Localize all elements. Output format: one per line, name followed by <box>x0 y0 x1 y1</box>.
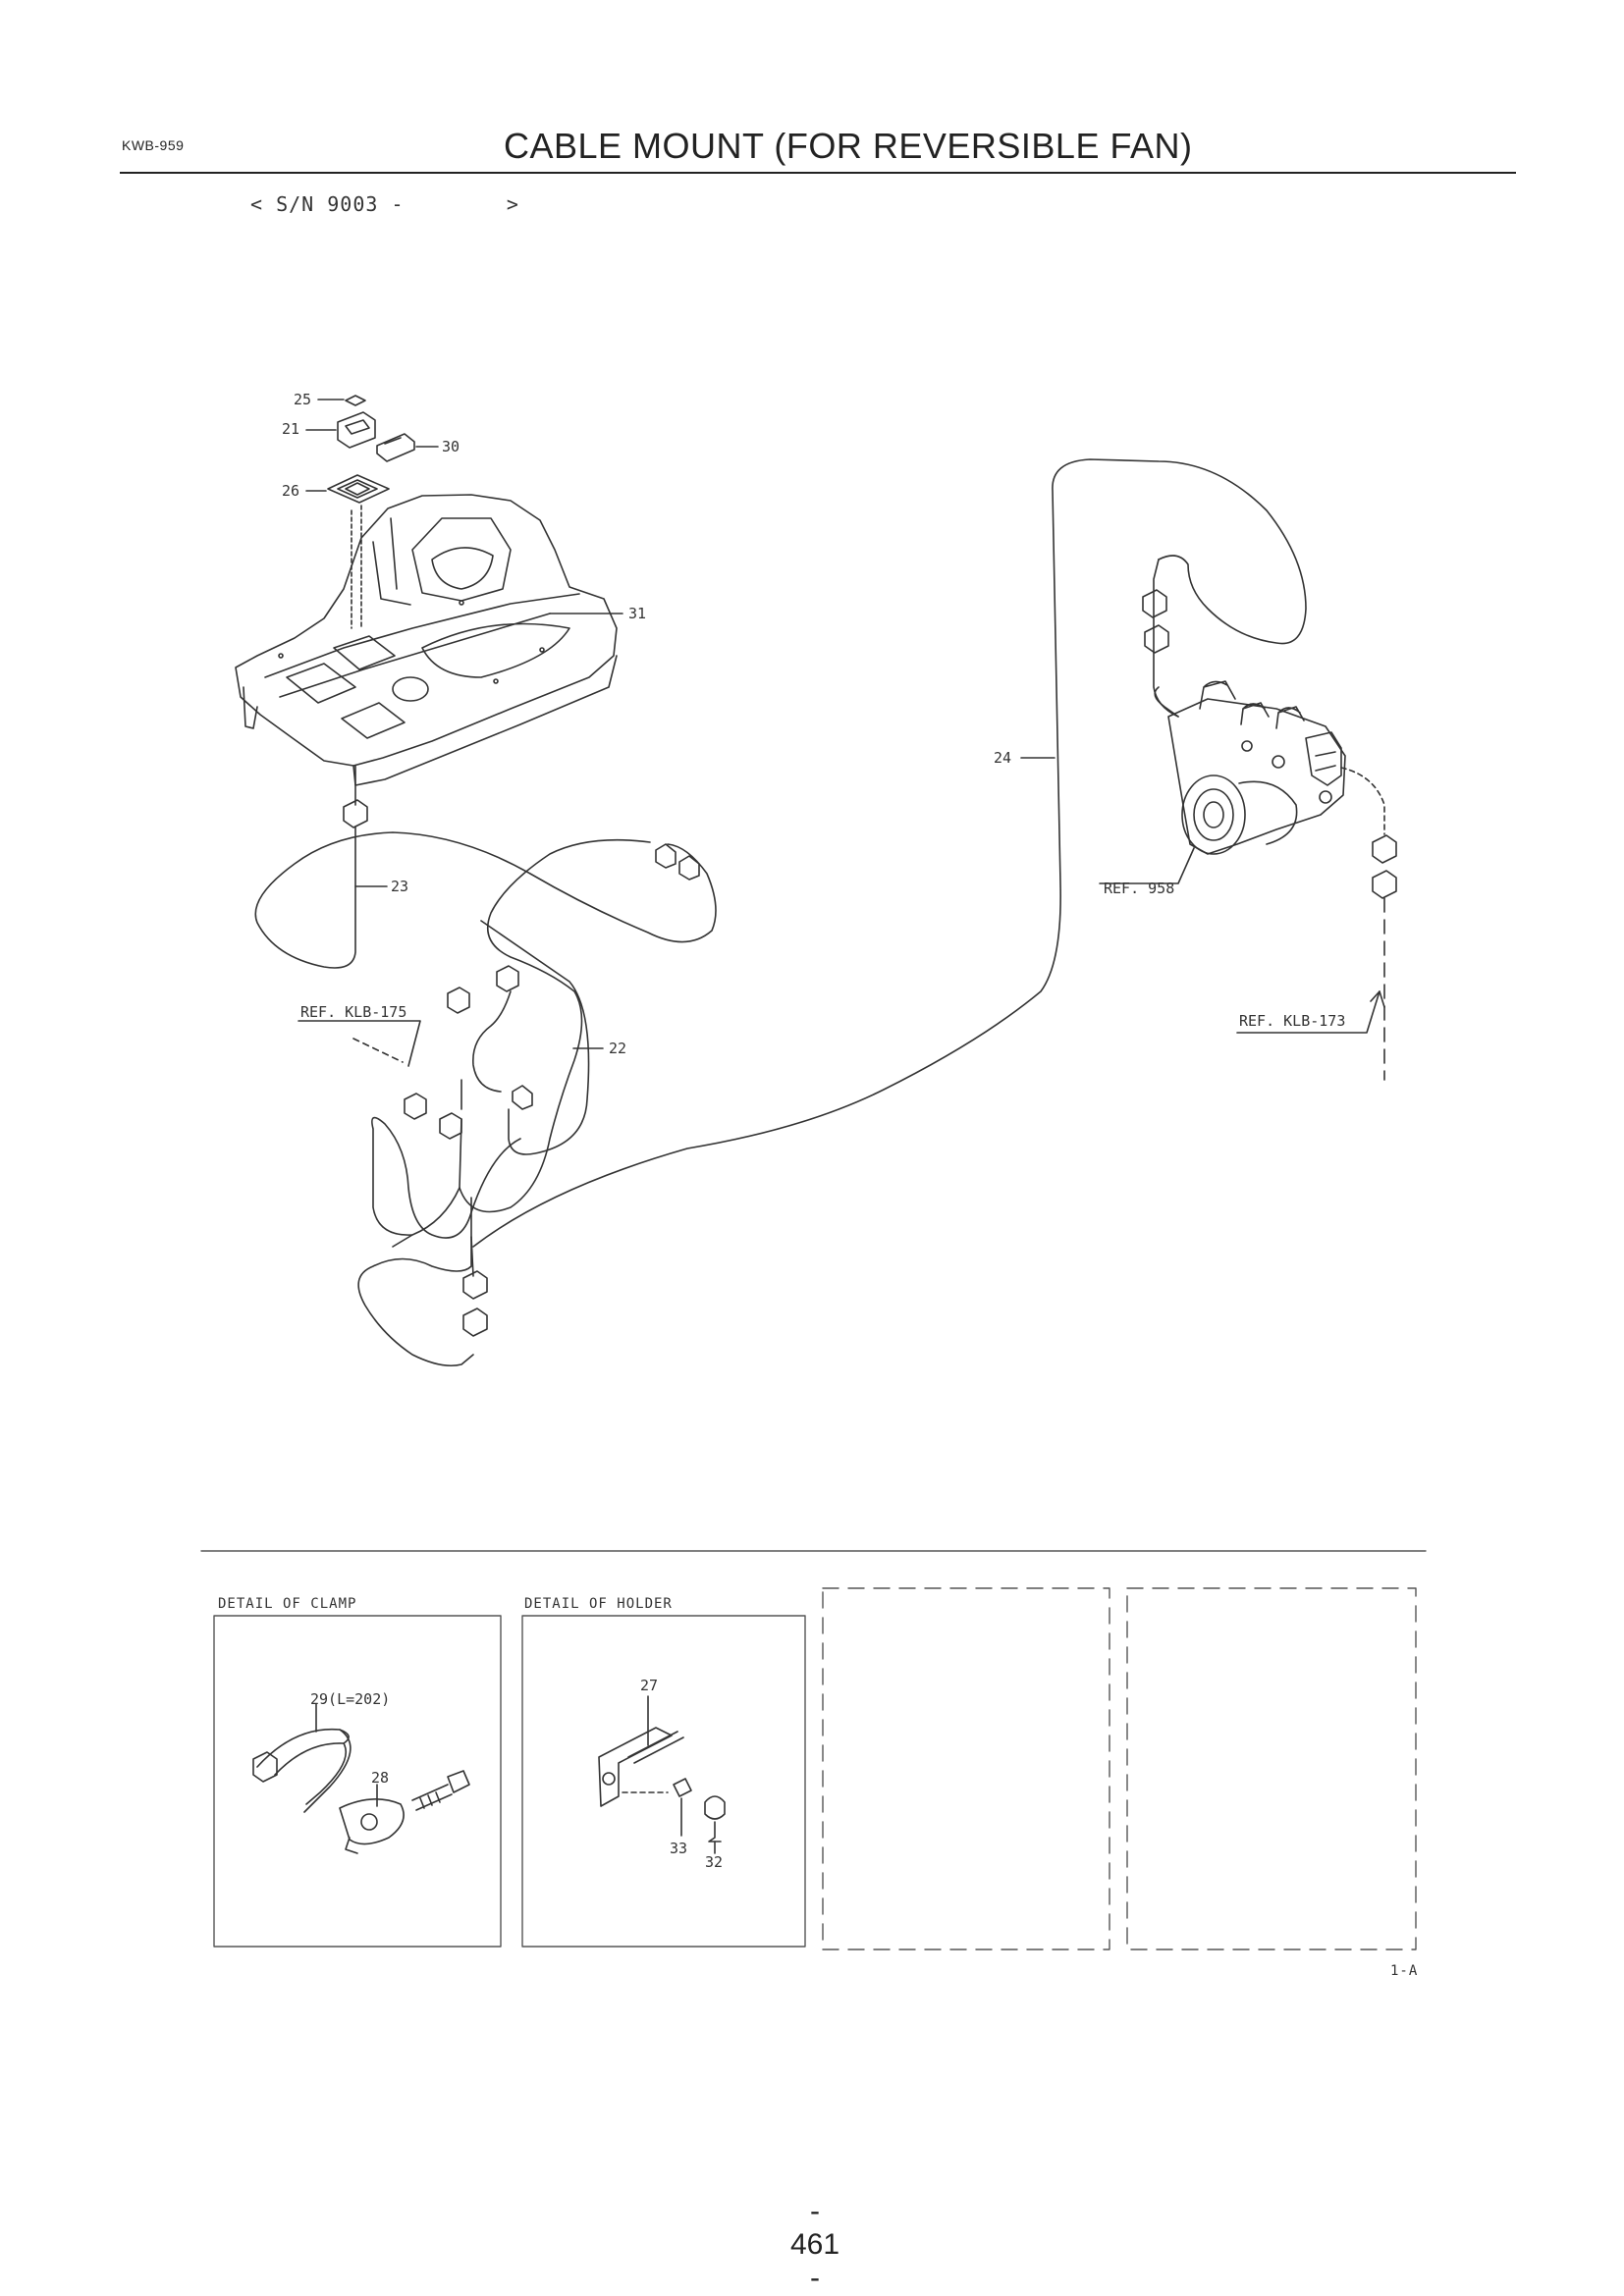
detail-holder-title: DETAIL OF HOLDER <box>524 1596 673 1612</box>
callout-26: 26 <box>282 482 299 500</box>
title-underline <box>120 172 1516 174</box>
clamp-drawing <box>252 1703 470 1854</box>
document-code: KWB-959 <box>122 137 185 153</box>
callout-33: 33 <box>670 1840 687 1857</box>
detail-holder-frame <box>521 1615 806 1948</box>
callout-24: 24 <box>994 749 1011 767</box>
empty-detail-frame-2 <box>1126 1587 1417 1950</box>
console-panel <box>235 494 618 786</box>
callout-23: 23 <box>391 878 408 895</box>
detail-clamp-frame <box>213 1615 502 1948</box>
callout-31: 31 <box>628 605 646 622</box>
sheet-reference: 1-A <box>1390 1963 1418 1979</box>
callout-32: 32 <box>705 1853 723 1871</box>
harness-connectors <box>343 589 1397 1337</box>
wire-harness-22-23 <box>254 458 1307 1367</box>
callout-21: 21 <box>282 420 299 438</box>
ref-klb-175-label: REF. KLB-175 <box>300 1003 406 1021</box>
fan-motor-assembly <box>1154 680 1385 855</box>
ref-958-label: REF. 958 <box>1104 880 1174 897</box>
callout-30: 30 <box>442 438 460 455</box>
callout-29: 29(L=202) <box>310 1690 390 1708</box>
holder-drawing <box>598 1695 726 1854</box>
callout-22: 22 <box>609 1040 626 1057</box>
callout-25: 25 <box>294 391 311 408</box>
callout-28: 28 <box>371 1769 389 1787</box>
ref-klb-173-label: REF. KLB-173 <box>1239 1012 1345 1030</box>
switch-assembly <box>327 395 415 504</box>
empty-detail-frame-1 <box>822 1587 1110 1950</box>
detail-clamp-title: DETAIL OF CLAMP <box>218 1596 356 1612</box>
page-number: - 461 - <box>789 2195 840 2294</box>
page-title: CABLE MOUNT (FOR REVERSIBLE FAN) <box>504 126 1193 166</box>
serial-range: < S/N 9003 - > <box>250 192 519 216</box>
callout-27: 27 <box>640 1677 658 1694</box>
